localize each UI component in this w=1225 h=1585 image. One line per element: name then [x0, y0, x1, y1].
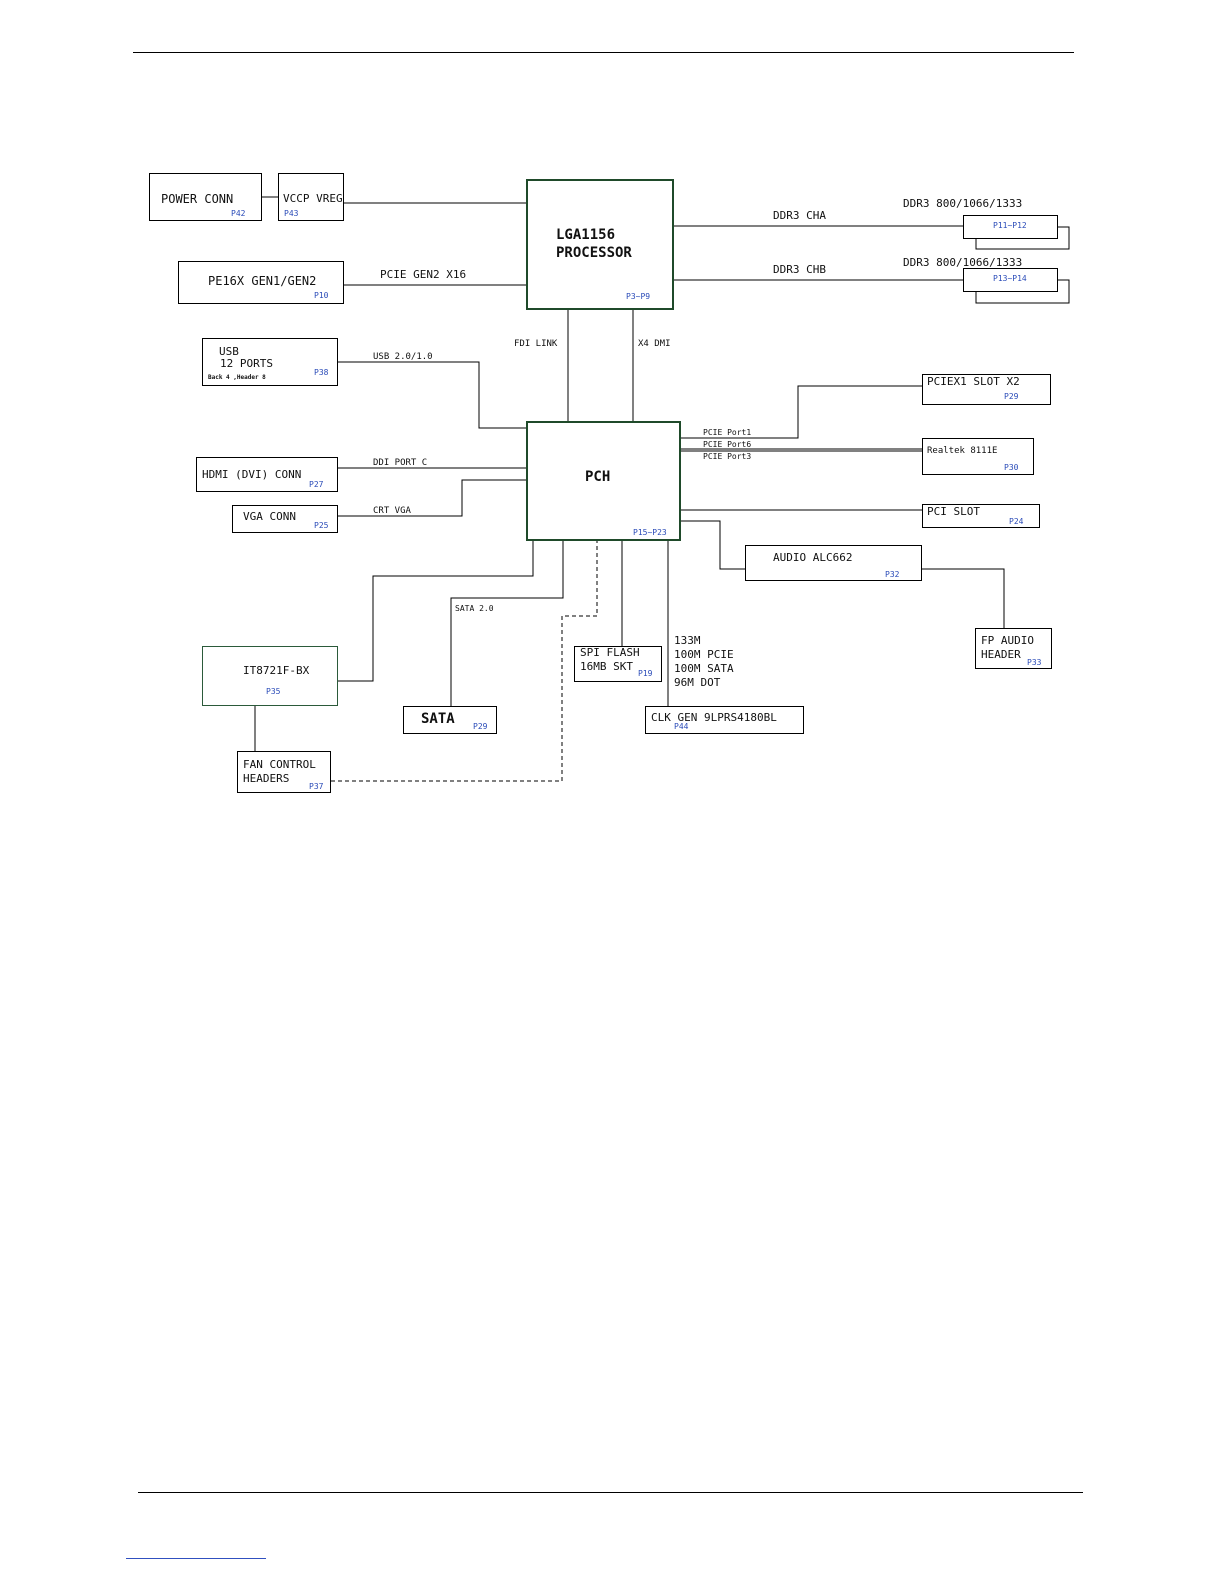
clk-133m-label: 133M: [674, 634, 701, 647]
hdmi-label: HDMI (DVI) CONN: [202, 468, 302, 481]
audio-block: [745, 545, 922, 581]
usb-label-3: Back 4 ,Header 8: [208, 374, 266, 381]
clk-gen-block: [645, 706, 804, 734]
usb-link-label: USB 2.0/1.0: [373, 352, 433, 362]
vccp-vreg-block: [278, 173, 344, 221]
fdi-link-label: FDI LINK: [514, 339, 558, 349]
fp-audio-label-1: FP AUDIO: [981, 634, 1034, 647]
power-conn-page: P42: [231, 209, 246, 218]
x4-dmi-label: X4 DMI: [638, 339, 671, 349]
dimm-b-stack: [975, 279, 1070, 304]
processor-label-1: LGA1156: [556, 227, 616, 243]
spi-flash-label-2: 16MB SKT: [580, 660, 633, 673]
ddi-port-c-label: DDI PORT C: [373, 458, 428, 468]
pciex1-page: P29: [1004, 392, 1019, 401]
clk-gen-page: P44: [674, 722, 689, 731]
vccp-vreg-page: P43: [284, 209, 299, 218]
pe16x-page: P10: [314, 291, 329, 300]
line-ite: [338, 540, 534, 682]
fan-control-page: P37: [309, 782, 324, 791]
audio-label: AUDIO ALC662: [773, 551, 853, 564]
top-rule: [133, 52, 1074, 53]
realtek-block: [922, 438, 1034, 475]
hdmi-page: P27: [309, 480, 324, 489]
spi-flash-block: [574, 646, 662, 682]
hdmi-block: [196, 457, 338, 492]
processor-page: P3~P9: [626, 292, 651, 301]
clk-96m-dot-label: 96M DOT: [674, 676, 721, 689]
pci-slot-label: PCI SLOT: [927, 505, 980, 518]
ddr3-cha-label: DDR3 CHA: [773, 209, 826, 222]
fan-control-block: [237, 751, 331, 793]
pcie-port6-label: PCIE Port6: [703, 440, 752, 449]
dimm-a-block: [963, 215, 1058, 239]
power-conn-label: POWER CONN: [161, 192, 234, 206]
pcie-port1-label: PCIE Port1: [703, 428, 752, 437]
it8721-block: [202, 646, 338, 706]
processor-label-2: PROCESSOR: [556, 245, 632, 261]
usb-label-1: USB: [219, 345, 239, 358]
it8721-label: IT8721F-BX: [243, 664, 310, 677]
fp-audio-page: P33: [1027, 658, 1042, 667]
spi-flash-label-1: SPI FLASH: [580, 646, 640, 659]
ddr3-speed-b-label: DDR3 800/1066/1333: [903, 256, 1023, 269]
fan-control-label-2: HEADERS: [243, 772, 290, 785]
fan-control-label-1: FAN CONTROL: [243, 758, 316, 771]
pch-block: [526, 421, 681, 541]
footer-link-underline: [126, 1558, 266, 1559]
realtek-label: Realtek 8111E: [927, 446, 998, 456]
usb-block: [202, 338, 338, 386]
vccp-vreg-label: VCCP VREG: [283, 192, 343, 205]
ddr3-speed-a-label: DDR3 800/1066/1333: [903, 197, 1023, 210]
realtek-page: P30: [1004, 463, 1019, 472]
pe16x-label: PE16X GEN1/GEN2: [208, 274, 317, 288]
ddr3-chb-label: DDR3 CHB: [773, 263, 826, 276]
pcie-gen2-x16-label: PCIE GEN2 X16: [380, 268, 467, 281]
pcie-port3-label: PCIE Port3: [703, 452, 752, 461]
line-audio: [680, 520, 745, 570]
line-usb: [338, 361, 527, 429]
dimm-a-stack: [975, 226, 1070, 250]
sata-page: P29: [473, 722, 488, 731]
pci-slot-block: [922, 504, 1040, 528]
clk-gen-label: CLK GEN 9LPRS4180BL: [651, 711, 777, 724]
dimm-b-block: [963, 268, 1058, 292]
pch-label: PCH: [585, 469, 611, 485]
fp-audio-label-2: HEADER: [981, 648, 1021, 661]
fp-audio-block: [975, 628, 1052, 669]
usb-label-2: 12 PORTS: [220, 357, 273, 370]
line-sata: [450, 540, 564, 706]
clk-100m-sata-label: 100M SATA: [674, 662, 734, 675]
pch-page: P15~P23: [633, 528, 667, 537]
line-dashed-fan-pch: [331, 540, 598, 782]
dimm-a-page: P11~P12: [993, 221, 1027, 230]
vga-label: VGA CONN: [243, 510, 296, 523]
pe16x-block: [178, 261, 344, 304]
line-crt-vga: [338, 479, 527, 517]
clk-100m-pcie-label: 100M PCIE: [674, 648, 734, 661]
line-pcie-port1: [680, 385, 922, 439]
spi-flash-page: P19: [638, 669, 653, 678]
dimm-b-page: P13~P14: [993, 274, 1027, 283]
sata-label: SATA: [421, 711, 455, 727]
sata-block: [403, 706, 497, 734]
crt-vga-label: CRT VGA: [373, 506, 411, 516]
line-fp-audio: [922, 568, 1005, 628]
pci-slot-page: P24: [1009, 517, 1024, 526]
power-conn-block: [149, 173, 262, 221]
processor-block: [526, 179, 674, 310]
bottom-rule: [138, 1492, 1083, 1493]
audio-page: P32: [885, 570, 900, 579]
sata-20-label: SATA 2.0: [455, 604, 494, 613]
pciex1-block: [922, 374, 1051, 405]
vga-block: [232, 505, 338, 533]
it8721-page: P35: [266, 687, 281, 696]
pciex1-label: PCIEX1 SLOT X2: [927, 375, 1020, 388]
vga-page: P25: [314, 521, 329, 530]
usb-page: P38: [314, 368, 329, 377]
